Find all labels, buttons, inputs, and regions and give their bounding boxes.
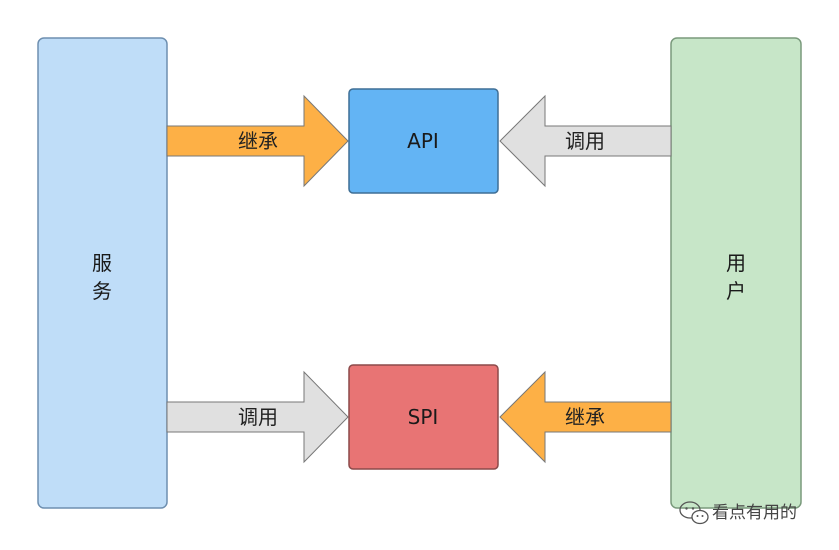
api-box bbox=[348, 88, 499, 194]
inherit-arrow-service-to-api bbox=[166, 94, 349, 188]
call-arrow-label: 调用 bbox=[238, 405, 278, 429]
service-label-line2: 务 bbox=[92, 279, 112, 303]
user-label-line1: 用 bbox=[726, 251, 746, 275]
user-panel bbox=[670, 37, 802, 509]
service-label-line1: 服 bbox=[92, 251, 112, 275]
inherit-arrow-label: 继承 bbox=[565, 405, 605, 429]
api-label: API bbox=[407, 129, 439, 153]
user-label-line2: 户 bbox=[726, 279, 746, 303]
spi-label: SPI bbox=[408, 405, 439, 429]
watermark-text: 看点有用的 bbox=[712, 503, 797, 523]
call-arrow-service-to-spi bbox=[166, 370, 349, 464]
call-arrow-user-to-api bbox=[499, 94, 672, 188]
call-arrow-label: 调用 bbox=[565, 129, 605, 153]
inherit-arrow-user-to-spi bbox=[499, 370, 672, 464]
service-panel bbox=[37, 37, 168, 509]
wechat-icon bbox=[679, 501, 709, 525]
spi-box bbox=[348, 364, 499, 470]
inherit-arrow-label: 继承 bbox=[238, 129, 278, 153]
